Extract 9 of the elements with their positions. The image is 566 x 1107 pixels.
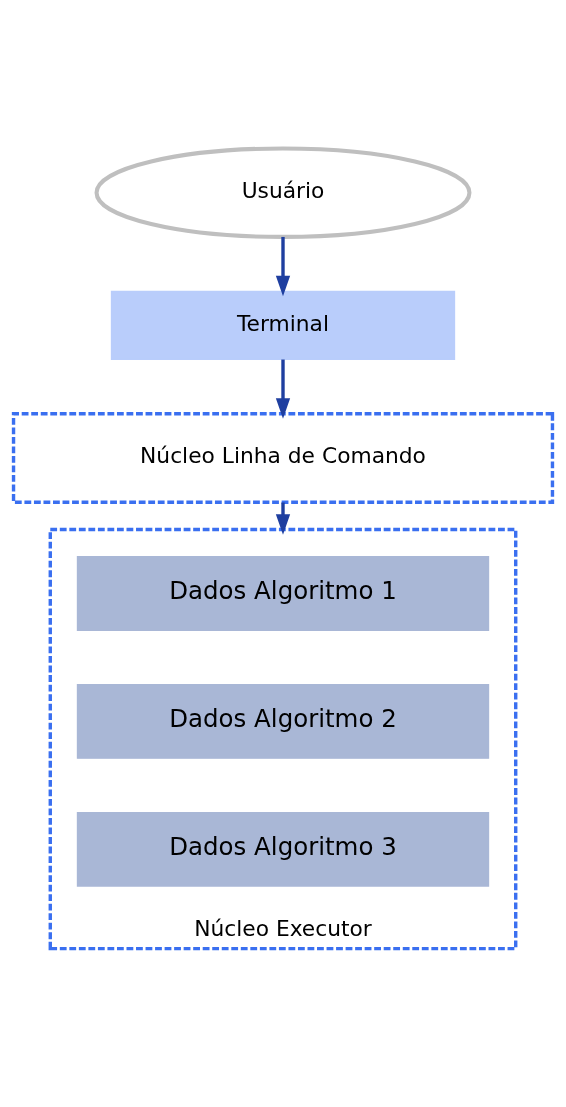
node-ellipse: Usuário [94, 145, 472, 239]
node-box: Dados Algoritmo 2 [76, 683, 490, 759]
arrow [275, 502, 291, 535]
node-box: Núcleo Linha de Comando [11, 411, 555, 504]
arrow [275, 359, 291, 419]
arrow [275, 236, 291, 296]
node-box: Dados Algoritmo 3 [76, 811, 490, 887]
node-box: Terminal [110, 290, 456, 360]
node-box: Dados Algoritmo 1 [76, 555, 490, 631]
